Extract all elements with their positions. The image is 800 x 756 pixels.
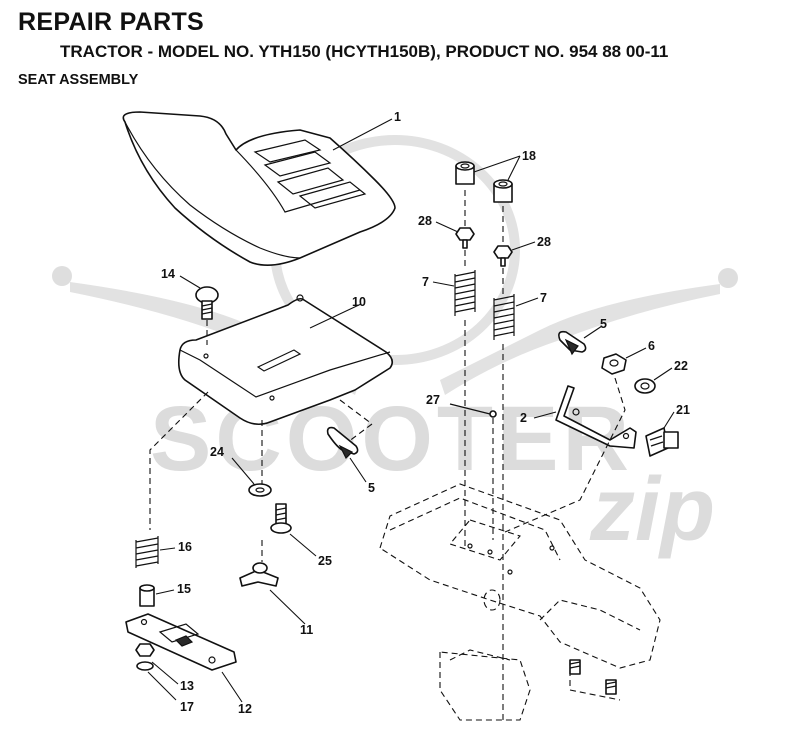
page-title: REPAIR PARTS bbox=[18, 8, 205, 36]
part-14-carriage-bolt bbox=[195, 286, 219, 320]
part-13-17-hardware bbox=[135, 643, 155, 671]
callout-22: 22 bbox=[674, 359, 688, 373]
frame-stud-left bbox=[569, 659, 581, 675]
part-28-screw-right bbox=[493, 245, 513, 267]
part-15-spacer bbox=[139, 584, 155, 607]
watermark-swoosh-left bbox=[70, 282, 360, 395]
watermark-dot-right bbox=[718, 268, 738, 288]
callout-6: 6 bbox=[648, 339, 655, 353]
callout-21: 21 bbox=[676, 403, 690, 417]
part-18-bushing-left bbox=[455, 161, 475, 185]
callout-10: 10 bbox=[352, 295, 366, 309]
callout-13: 13 bbox=[180, 679, 194, 693]
part-28-screw-left bbox=[455, 227, 475, 249]
part-5-clip-right bbox=[558, 330, 587, 356]
part-21-bolt bbox=[645, 427, 679, 457]
part-18-bushing-right bbox=[493, 179, 513, 203]
part-1-seat bbox=[122, 111, 396, 266]
callout-7a: 7 bbox=[422, 275, 429, 289]
callout-25: 25 bbox=[318, 554, 332, 568]
part-7-spring-right bbox=[493, 294, 515, 340]
callout-7b: 7 bbox=[540, 291, 547, 305]
callout-11: 11 bbox=[300, 623, 313, 637]
watermark-dot-left bbox=[52, 266, 72, 286]
callout-17: 17 bbox=[180, 700, 194, 714]
frame-stud-right bbox=[605, 679, 617, 695]
callout-16: 16 bbox=[178, 540, 192, 554]
callout-15: 15 bbox=[177, 582, 191, 596]
part-6-hex-nut bbox=[601, 353, 627, 375]
callout-28a: 28 bbox=[418, 214, 432, 228]
watermark-brand-script: zip bbox=[589, 460, 715, 560]
callout-18: 18 bbox=[522, 149, 536, 163]
part-27-pin bbox=[449, 403, 497, 540]
callout-1: 1 bbox=[394, 110, 401, 124]
part-12-slide-bracket bbox=[125, 613, 237, 671]
callout-14: 14 bbox=[161, 267, 175, 281]
model-subtitle: TRACTOR - MODEL NO. YTH150 (HCYTH150B), … bbox=[60, 42, 669, 61]
part-2-seat-bracket bbox=[555, 385, 637, 449]
section-title: SEAT ASSEMBLY bbox=[18, 72, 139, 88]
watermark: SCOOTER zip bbox=[52, 135, 738, 560]
callout-12: 12 bbox=[238, 702, 252, 716]
callout-24: 24 bbox=[210, 445, 224, 459]
part-24-washer bbox=[248, 483, 272, 497]
part-11-knob bbox=[239, 540, 279, 587]
part-7-spring-left bbox=[454, 270, 476, 316]
part-10-seat-pan bbox=[178, 294, 394, 426]
callout-28b: 28 bbox=[537, 235, 551, 249]
callout-5b: 5 bbox=[600, 317, 607, 331]
watermark-swoosh-right bbox=[440, 284, 720, 395]
part-25-shoulder-bolt bbox=[270, 503, 292, 534]
part-22-washer bbox=[634, 378, 656, 394]
part-16-spring bbox=[135, 536, 159, 568]
callout-27: 27 bbox=[426, 393, 440, 407]
callout-5a: 5 bbox=[368, 481, 375, 495]
part-5-clip-left bbox=[326, 426, 359, 460]
callout-2: 2 bbox=[520, 411, 527, 425]
